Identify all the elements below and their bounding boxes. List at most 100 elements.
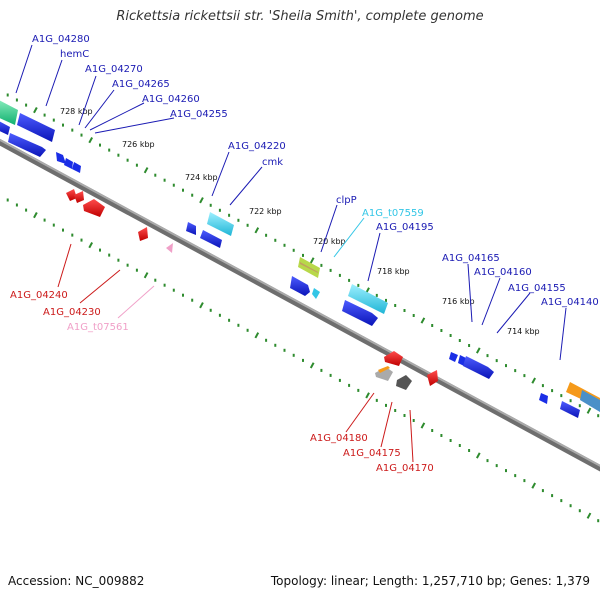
rail-tick — [218, 313, 221, 317]
gene-a1g-04135[interactable] — [560, 401, 580, 418]
rail-tick — [71, 233, 74, 237]
tick-rails — [6, 93, 600, 523]
gene-a1g-04165[interactable] — [449, 352, 458, 362]
label-cmk[interactable]: cmk — [262, 157, 283, 168]
rail-tick — [292, 248, 295, 252]
gene-a1g-04175[interactable] — [396, 375, 412, 390]
rail-tick — [292, 353, 295, 357]
rail-tick — [420, 317, 426, 324]
gene-a1g-04220[interactable] — [207, 212, 234, 236]
rail-tick — [495, 464, 498, 468]
gene-a1g-04240[interactable] — [83, 199, 105, 217]
rail-tick — [246, 223, 249, 227]
rail-tick — [163, 178, 166, 182]
rail-tick — [578, 404, 581, 408]
label-a1g-04165[interactable]: A1G_04165 — [442, 253, 500, 264]
rail-tick — [309, 257, 315, 264]
rail-tick — [117, 258, 120, 262]
rail-tick — [357, 283, 360, 287]
label-a1g-04220[interactable]: A1G_04220 — [228, 141, 286, 152]
rail-tick — [228, 318, 231, 322]
gene-a1g-04230[interactable] — [138, 227, 148, 241]
rail-tick — [154, 173, 157, 177]
gene-a1g-t07559[interactable] — [312, 288, 320, 299]
genome-backbone-highlight — [0, 129, 600, 475]
gene-a1g-04225[interactable] — [186, 222, 196, 235]
gene-a1g-04170[interactable] — [427, 370, 438, 386]
label-a1g-04160[interactable]: A1G_04160 — [474, 267, 532, 278]
rail-tick — [172, 183, 175, 187]
gene-a1g-04260[interactable] — [72, 162, 81, 173]
rail-tick — [6, 198, 9, 202]
rail-tick — [514, 474, 517, 478]
label-a1g-04255[interactable]: A1G_04255 — [170, 109, 228, 120]
rail-tick — [403, 309, 406, 312]
gene-a1g-04285[interactable] — [0, 98, 18, 125]
rail-tick — [43, 113, 46, 117]
label-a1g-04230[interactable]: A1G_04230 — [43, 307, 101, 318]
rail-tick — [302, 358, 304, 362]
rail-tick — [385, 403, 387, 407]
gene-a1g-04155[interactable] — [463, 356, 494, 379]
label-hemc[interactable]: hemC — [60, 49, 89, 60]
rail-tick — [440, 329, 443, 332]
rail-tick — [237, 323, 240, 327]
forward-features — [0, 98, 600, 418]
rail-tick — [254, 332, 260, 339]
rail-tick — [597, 519, 600, 523]
rail-tick — [283, 243, 286, 247]
rail-tick — [348, 278, 351, 282]
rail-tick — [126, 263, 129, 267]
rail-tick — [199, 302, 204, 309]
label-a1g-04180[interactable]: A1G_04180 — [310, 433, 368, 444]
gene-hemc[interactable] — [17, 113, 55, 142]
gene-a1g-04245[interactable] — [66, 189, 77, 201]
label-a1g-t07559[interactable]: A1G_t07559 — [362, 208, 424, 219]
label-a1g-04195[interactable]: A1G_04195 — [376, 222, 434, 233]
gene-fwd-small[interactable] — [0, 119, 10, 135]
rail-tick — [394, 409, 397, 412]
rail-tick — [560, 499, 563, 503]
gene-a1g-04145[interactable] — [539, 393, 548, 404]
rail-tick — [320, 263, 323, 267]
gene-a1g-04275[interactable] — [8, 133, 46, 157]
rail-tick — [468, 344, 471, 347]
label-a1g-04240[interactable]: A1G_04240 — [10, 290, 68, 301]
label-a1g-04270[interactable]: A1G_04270 — [85, 64, 143, 75]
label-a1g-t07561[interactable]: A1G_t07561 — [67, 322, 129, 333]
gene-a1g-04240-a[interactable] — [74, 191, 84, 203]
label-a1g-04280[interactable]: A1G_04280 — [32, 34, 90, 45]
label-a1g-04260[interactable]: A1G_04260 — [142, 94, 200, 105]
gene-a1g-04185[interactable] — [384, 351, 403, 366]
rail-tick — [320, 368, 323, 372]
rail-tick — [412, 419, 415, 422]
gene-a1g-04195[interactable] — [348, 284, 388, 314]
rail-tick — [597, 414, 600, 418]
scale-tick-label: 716 kbp — [442, 297, 475, 306]
genome-backbone — [0, 129, 600, 479]
gene-a1g-t07561[interactable] — [166, 243, 173, 253]
label-a1g-04175[interactable]: A1G_04175 — [343, 448, 401, 459]
gene-a1g-04190[interactable] — [342, 300, 378, 326]
rail-tick — [265, 338, 268, 342]
rail-tick — [541, 489, 544, 493]
gene-a1g-04270[interactable] — [56, 152, 66, 164]
gene-a1g-04200[interactable] — [290, 276, 310, 296]
label-a1g-04170[interactable]: A1G_04170 — [376, 463, 434, 474]
rail-tick — [191, 193, 194, 197]
gene-cmk[interactable] — [200, 230, 222, 248]
gene-a1g-04180[interactable] — [375, 367, 393, 381]
rail-tick — [338, 273, 341, 277]
map-title: Rickettsia rickettsii str. 'Sheila Smith… — [116, 9, 484, 24]
gene-a1g-04265[interactable] — [64, 158, 73, 169]
rail-tick — [440, 434, 443, 437]
rail-tick — [135, 163, 138, 167]
rail-tick — [431, 324, 434, 327]
label-a1g-04155[interactable]: A1G_04155 — [508, 283, 566, 294]
label-a1g-04265[interactable]: A1G_04265 — [112, 79, 170, 90]
label-a1g-04140[interactable]: A1G_04140 — [541, 297, 599, 308]
label-clpp[interactable]: clpP — [336, 195, 357, 206]
rail-tick — [449, 439, 452, 442]
rail-tick — [108, 253, 111, 257]
